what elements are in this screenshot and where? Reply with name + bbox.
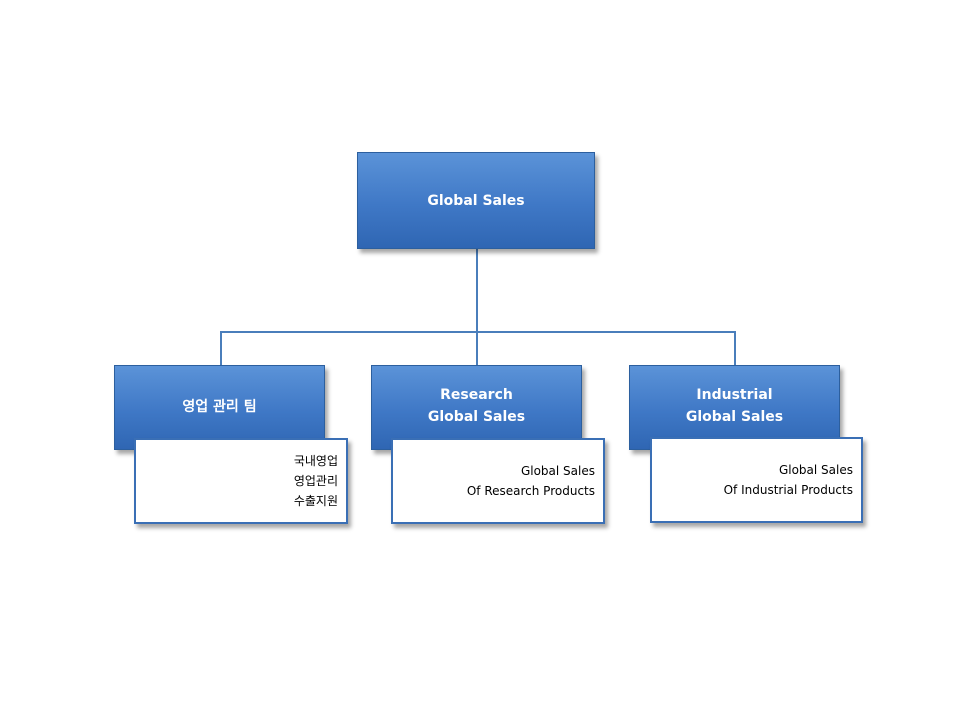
connector-child-1	[220, 331, 222, 366]
child-node-title-line: Global Sales	[685, 409, 784, 425]
root-node-label: Global Sales	[427, 192, 525, 209]
connector-root-down	[476, 248, 478, 332]
connector-horizontal	[220, 331, 736, 333]
child-node-industrial: Industrial Global Sales	[629, 365, 840, 450]
child-node-title-line: Research	[440, 387, 513, 403]
connector-child-3	[734, 331, 736, 366]
child-node-title-line: Global Sales	[427, 409, 526, 425]
child-node-research: Research Global Sales	[371, 365, 582, 450]
child-node-title-line: Industrial	[696, 387, 773, 403]
root-node: Global Sales	[357, 152, 595, 249]
detail-box-sales-team: 국내영업 영업관리 수출지원	[134, 438, 348, 524]
connector-child-2	[476, 331, 478, 366]
child-node-sales-team: 영업 관리 팀	[114, 365, 325, 450]
child-node-title-line: 영업 관리 팀	[182, 398, 257, 415]
detail-line: Of Research Products	[466, 484, 595, 498]
detail-box-industrial: Global Sales Of Industrial Products	[650, 437, 863, 523]
detail-line: 수출지원	[293, 494, 338, 508]
detail-line: Global Sales	[520, 464, 595, 478]
detail-line: Global Sales	[778, 463, 853, 477]
detail-line: Of Industrial Products	[723, 483, 853, 497]
detail-line: 국내영업	[293, 454, 338, 468]
detail-box-research: Global Sales Of Research Products	[391, 438, 605, 524]
detail-line: 영업관리	[293, 474, 338, 488]
